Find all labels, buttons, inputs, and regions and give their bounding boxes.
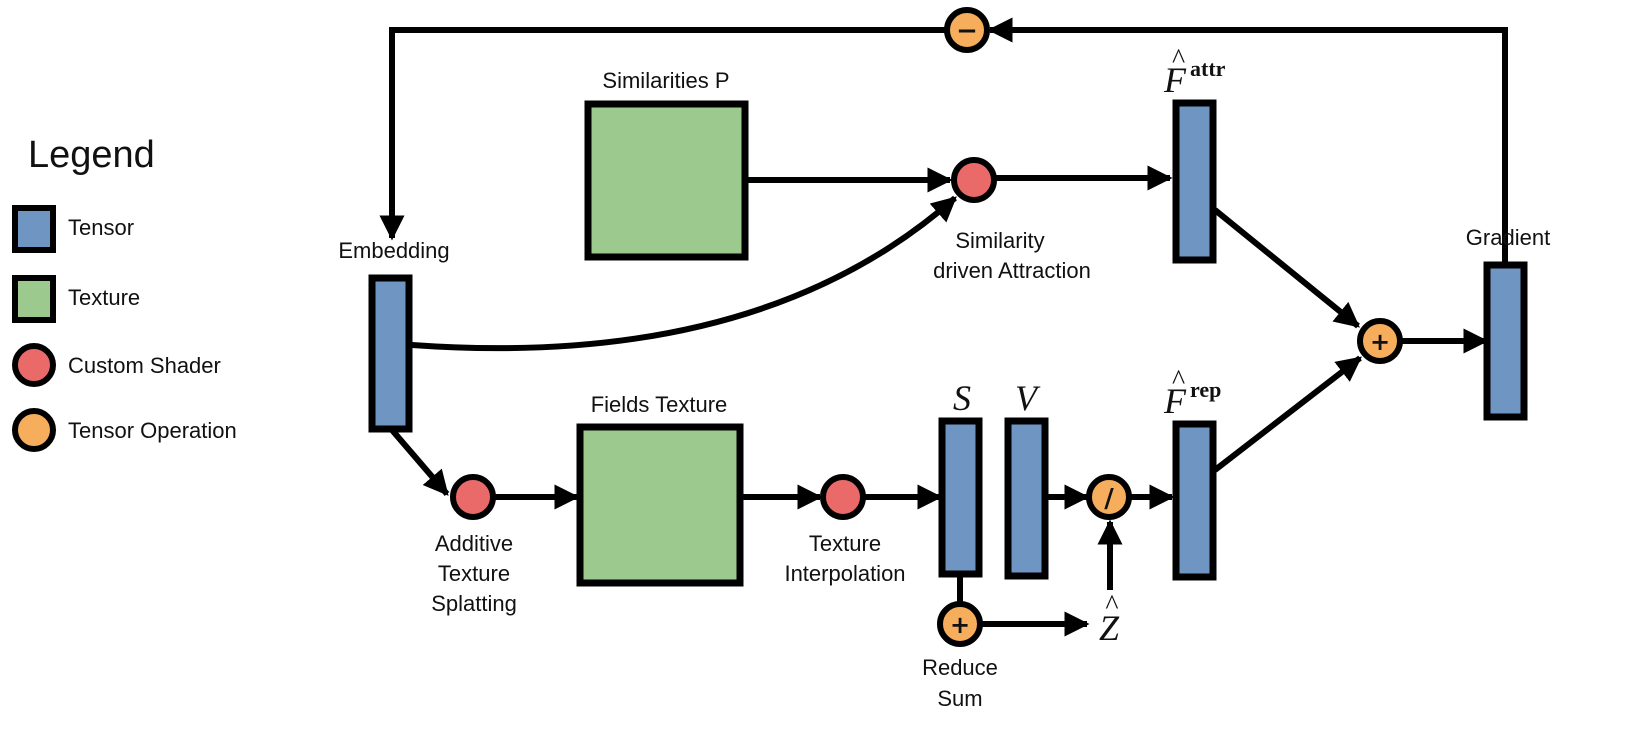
fattr-symbol: F	[1163, 60, 1187, 100]
s-symbol: S	[953, 378, 971, 418]
minus-symbol: −	[956, 16, 978, 46]
legend: Legend Tensor Texture Custom Shader Tens…	[12, 134, 237, 452]
interpolation-label-line2: Interpolation	[784, 561, 905, 586]
legend-title: Legend	[28, 134, 155, 176]
fields-texture-label: Fields Texture	[591, 392, 728, 417]
legend-custom-shader-swatch	[12, 343, 56, 387]
divide-operation: /	[1086, 474, 1132, 520]
splatting-label-line2: Texture	[438, 561, 510, 586]
legend-tensor-operation-label: Tensor Operation	[68, 418, 237, 443]
fattr-hat: ^	[1172, 44, 1185, 75]
splatting-label-line3: Splatting	[431, 591, 517, 616]
edge-gradient-to-minus	[987, 17, 1508, 263]
legend-texture-swatch	[12, 275, 56, 323]
zhat-symbol: Z	[1099, 608, 1120, 648]
splatting-label-line1: Additive	[435, 531, 513, 556]
gradient-tensor	[1483, 261, 1528, 421]
s-tensor	[938, 417, 983, 578]
fields-texture	[576, 423, 744, 587]
reduce-sum-label-line2: Sum	[937, 686, 982, 711]
interpolation-label-line1: Texture	[809, 531, 881, 556]
gradient-label: Gradient	[1466, 225, 1550, 250]
v-tensor	[1004, 417, 1049, 580]
additive-splatting-shader	[450, 474, 496, 520]
frep-hat: ^	[1172, 365, 1185, 396]
reduce-sum-label-line1: Reduce	[922, 655, 998, 680]
reduce-plus-symbol: +	[950, 611, 970, 639]
fattr-tensor	[1172, 99, 1217, 264]
edges	[379, 17, 1508, 637]
frep-symbol: F	[1163, 381, 1187, 421]
similarity-label-line2: driven Attraction	[933, 258, 1091, 283]
similarities-p-label: Similarities P	[602, 68, 729, 93]
frep-tensor	[1172, 420, 1217, 581]
legend-tensor-operation-swatch	[12, 408, 56, 452]
legend-texture-label: Texture	[68, 285, 140, 310]
legend-custom-shader-label: Custom Shader	[68, 353, 221, 378]
similarities-p-texture	[584, 100, 749, 261]
zhat-hat: ^	[1105, 590, 1118, 621]
plus-operation: +	[1357, 318, 1403, 364]
embedding-tensor	[368, 274, 413, 433]
divide-symbol: /	[1104, 484, 1114, 514]
minus-operation: −	[944, 7, 990, 53]
reduce-sum-operation: +	[937, 601, 983, 647]
embedding-label: Embedding	[338, 238, 449, 263]
similarity-label-line1: Similarity	[955, 228, 1044, 253]
legend-tensor-swatch	[12, 205, 56, 253]
edge-embedding-to-attraction	[411, 195, 957, 352]
edge-frep-to-plus	[1213, 355, 1362, 473]
similarity-attraction-shader	[951, 157, 997, 203]
v-symbol: V	[1015, 378, 1041, 418]
texture-interpolation-shader	[820, 474, 866, 520]
math-labels: F ^ attr F ^ rep S V Z ^	[953, 44, 1226, 648]
node-labels: Embedding Similarities P Similarity driv…	[338, 68, 1550, 711]
edge-fattr-to-plus	[1213, 207, 1360, 329]
plus-symbol: +	[1370, 328, 1390, 356]
edge-embedding-to-splatting	[389, 428, 450, 496]
frep-superscript: rep	[1190, 377, 1221, 402]
legend-tensor-label: Tensor	[68, 215, 134, 240]
fattr-superscript: attr	[1190, 56, 1226, 81]
edge-minus-to-embedding	[379, 27, 945, 241]
